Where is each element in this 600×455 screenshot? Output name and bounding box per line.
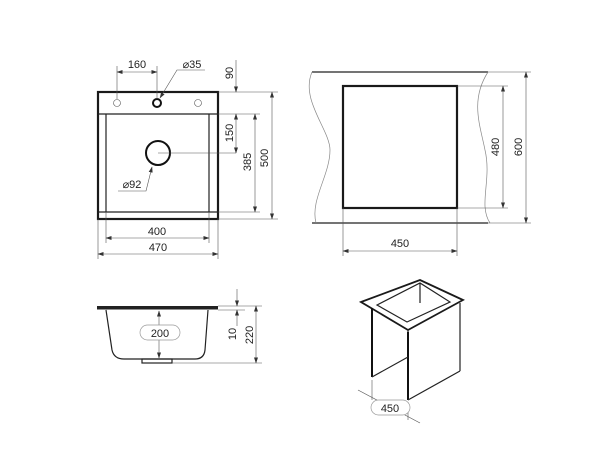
dim-countertop-depth: 600	[513, 138, 525, 156]
cabinet-bottom-edge	[407, 370, 461, 401]
dim-bowl-depth: 200	[151, 328, 169, 340]
sink-outline	[96, 90, 220, 221]
break-line-right	[477, 71, 491, 224]
side-view: 200 10 220	[97, 289, 262, 364]
dim-bowl-length: 385	[242, 153, 254, 171]
dim-overall-width: 470	[149, 242, 167, 254]
top-view: 160 ⌀35 ⌀92 90 150 385 500 400 470	[96, 59, 278, 259]
tap-hole-right	[194, 99, 202, 107]
tap-hole-left	[113, 99, 121, 107]
dim-drain-diameter: ⌀92	[123, 179, 142, 191]
dim-pill-450	[370, 399, 411, 416]
sink-rim	[97, 306, 218, 310]
tap-hole-center	[152, 98, 162, 108]
dim-cabinet-width: 450	[381, 403, 399, 415]
sink-frame-top	[358, 279, 465, 332]
dim-back-deck: 90	[224, 67, 236, 79]
cutout-view: 480 600 450	[308, 71, 531, 256]
drain-stub	[141, 358, 173, 364]
dim-tap-hole-diameter: ⌀35	[183, 59, 202, 71]
dim-cutout-width: 450	[391, 238, 409, 250]
break-line-left	[308, 71, 331, 224]
cabinet-iso-view: 450	[357, 279, 465, 424]
dim-overall-height: 220	[244, 326, 256, 344]
dim-tap-spacing: 160	[128, 59, 146, 71]
leader-92	[118, 166, 153, 192]
dim-rim-thickness: 10	[227, 328, 239, 340]
leader-35	[159, 69, 205, 99]
dim-bowl-width: 400	[148, 226, 166, 238]
dim-overall-depth: 500	[259, 149, 271, 167]
dim-drain-offset: 150	[224, 124, 236, 142]
cabinet-inner-bottom	[371, 356, 409, 378]
cutout-outline	[341, 84, 459, 210]
sink-opening	[375, 282, 452, 323]
dim-pill-200	[139, 324, 181, 341]
dim-cutout-depth: 480	[490, 138, 502, 156]
